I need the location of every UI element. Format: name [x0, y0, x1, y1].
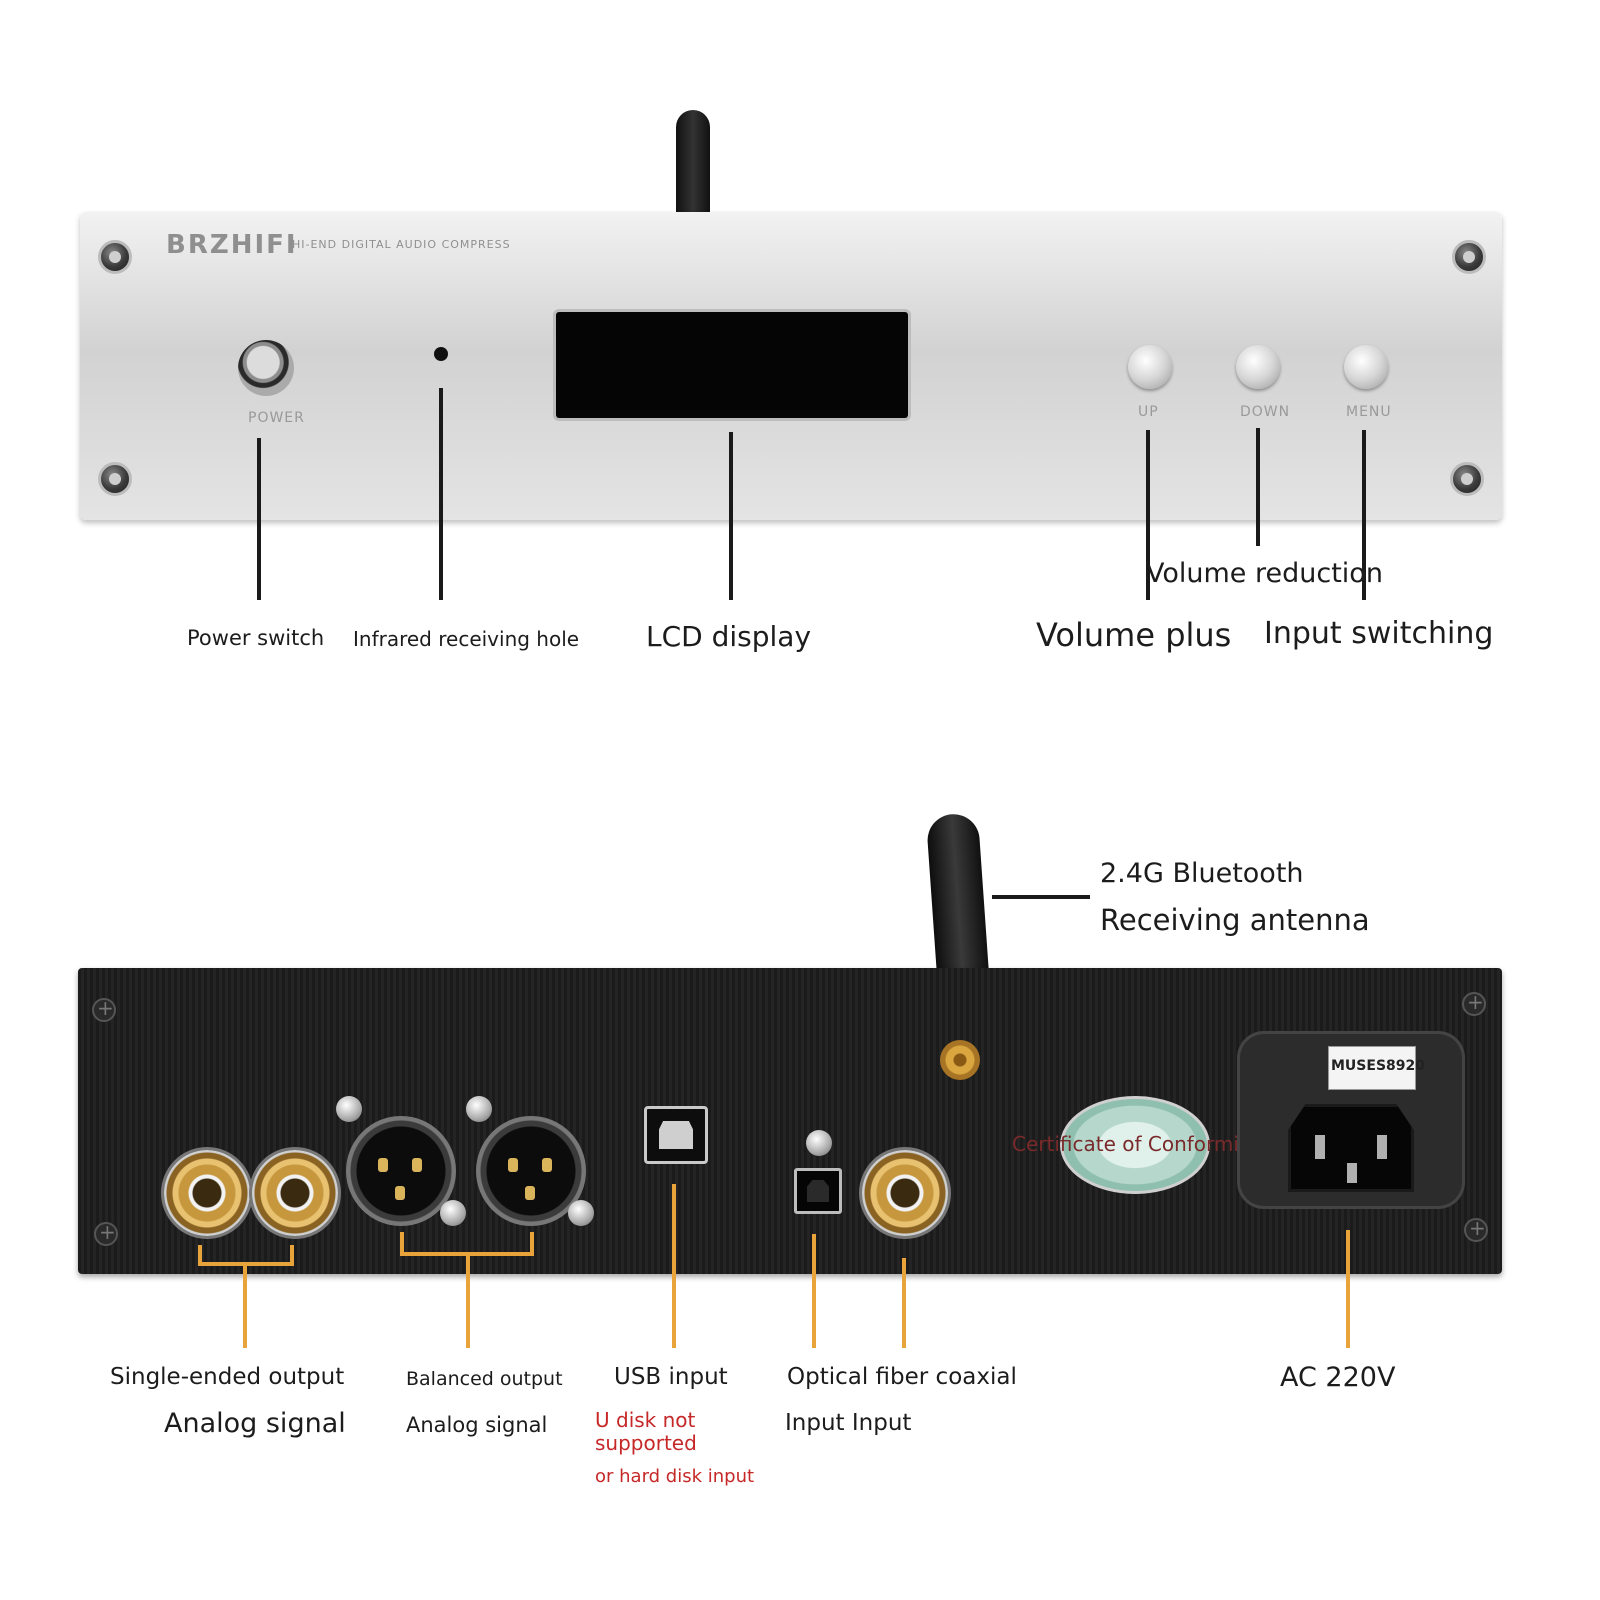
infrared-hole	[434, 347, 448, 361]
leader-power	[257, 438, 261, 600]
front-screw-tr	[1452, 240, 1486, 274]
up-text: UP	[1138, 404, 1159, 420]
leader-ac	[1346, 1230, 1350, 1348]
optical-screw	[806, 1130, 832, 1156]
back-panel: Certificate of Conformity MUSES8920	[78, 968, 1502, 1274]
power-text: POWER	[248, 410, 305, 426]
back-screw-bl	[94, 1220, 118, 1246]
label-usb-note-3: or hard disk input	[595, 1466, 755, 1487]
leader-coaxial	[902, 1258, 906, 1348]
front-panel: BRZHIFI HI-END DIGITAL AUDIO COMPRESS PO…	[80, 212, 1502, 520]
label-infrared: Infrared receiving hole	[353, 627, 580, 651]
front-screw-tl	[98, 240, 132, 274]
brand-logo: BRZHIFI	[166, 230, 298, 260]
label-optical-1: Optical fiber coaxial	[787, 1364, 1017, 1390]
front-antenna	[676, 110, 710, 218]
leader-single-ended	[243, 1262, 247, 1348]
leader-usb	[672, 1184, 676, 1348]
label-antenna-1: 2.4G Bluetooth	[1100, 858, 1304, 889]
label-single-ended-1: Single-ended output	[110, 1364, 345, 1390]
leader-lcd	[729, 432, 733, 600]
label-ac: AC 220V	[1280, 1362, 1396, 1393]
xlr-screw-3	[466, 1096, 492, 1122]
down-text: DOWN	[1240, 404, 1291, 420]
xlr-output-right[interactable]	[476, 1116, 586, 1226]
power-inlet-socket[interactable]	[1288, 1104, 1414, 1192]
leader-balanced	[466, 1252, 470, 1348]
lcd-display	[556, 312, 908, 418]
front-screw-br	[1450, 462, 1484, 496]
rca-output-left[interactable]	[164, 1150, 250, 1236]
label-usb-note-1: U disk not	[595, 1408, 696, 1432]
power-inlet-housing: MUSES8920	[1240, 1034, 1462, 1206]
label-balanced-1: Balanced output	[406, 1368, 563, 1390]
leader-infrared	[439, 388, 443, 600]
usb-b-port[interactable]	[644, 1106, 708, 1164]
antenna-leader	[992, 895, 1090, 899]
down-button[interactable]	[1236, 345, 1280, 389]
xlr-screw-4	[568, 1200, 594, 1226]
label-power-switch: Power switch	[187, 626, 325, 650]
coaxial-input[interactable]	[862, 1150, 948, 1236]
label-lcd: LCD display	[646, 620, 812, 653]
label-single-ended-2: Analog signal	[164, 1408, 346, 1439]
certificate-text: Certificate of Conformity	[1012, 1132, 1259, 1156]
fuse-sticker	[1328, 1046, 1416, 1090]
label-input-switching: Input switching	[1264, 616, 1494, 651]
menu-button[interactable]	[1344, 345, 1388, 389]
leader-menu	[1362, 430, 1366, 600]
label-volume-plus: Volume plus	[1036, 616, 1232, 654]
back-screw-tl	[92, 996, 116, 1022]
menu-text: MENU	[1346, 404, 1392, 420]
certificate-sticker	[1060, 1096, 1210, 1194]
label-usb-note-2: supported	[595, 1431, 697, 1455]
label-usb: USB input	[614, 1364, 728, 1390]
xlr-output-left[interactable]	[346, 1116, 456, 1226]
fuse-label: MUSES8920	[1331, 1058, 1425, 1074]
back-screw-tr	[1462, 990, 1486, 1016]
up-button[interactable]	[1128, 345, 1172, 389]
rca-output-right[interactable]	[252, 1150, 338, 1236]
antenna-connector	[940, 1040, 980, 1080]
xlr-screw-1	[336, 1096, 362, 1122]
label-volume-reduction: Volume reduction	[1146, 558, 1383, 589]
optical-input[interactable]	[794, 1168, 842, 1214]
leader-up	[1146, 430, 1150, 600]
leader-down	[1256, 428, 1260, 546]
front-screw-bl	[98, 462, 132, 496]
leader-optical	[812, 1234, 816, 1348]
back-screw-br	[1464, 1216, 1488, 1242]
label-antenna-2: Receiving antenna	[1100, 903, 1370, 937]
power-button[interactable]	[238, 340, 294, 396]
xlr-screw-2	[440, 1200, 466, 1226]
label-optical-2: Input Input	[785, 1410, 912, 1436]
label-balanced-2: Analog signal	[406, 1413, 548, 1437]
brand-subtitle: HI-END DIGITAL AUDIO COMPRESS	[292, 238, 511, 251]
